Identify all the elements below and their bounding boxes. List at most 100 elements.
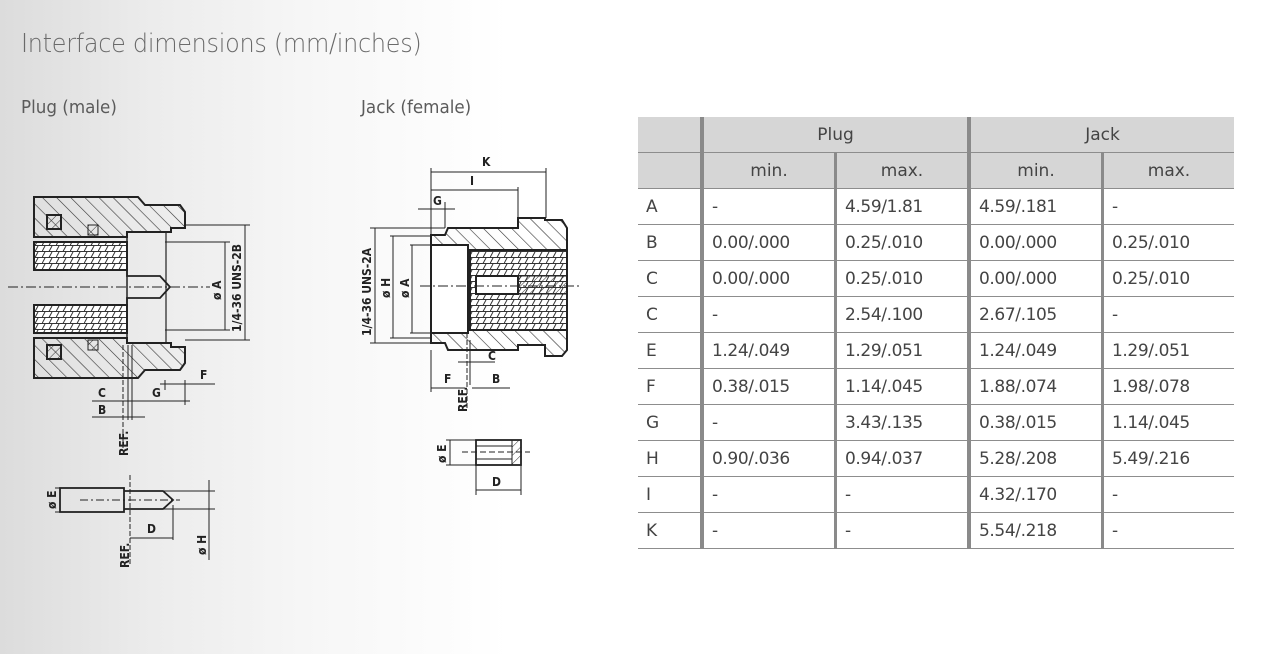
jack-max-value: - — [1101, 188, 1234, 225]
jack-phi-h-label: ø H — [379, 278, 393, 298]
interface-dimensions-table: Plug Jack min. max. min. max. A - 4.59/1.8… — [638, 117, 1234, 549]
plug-max-value: 2.54/.100 — [834, 296, 969, 333]
jack-b-label: B — [492, 372, 500, 386]
jack-min-value: 5.54/.218 — [967, 512, 1103, 549]
jack-min-value: 2.67/.105 — [967, 296, 1103, 333]
plug-pin-detail — [59, 487, 180, 513]
dimension-label: C — [638, 260, 702, 297]
jack-min-value: 4.59/.181 — [967, 188, 1103, 225]
jack-max-value: - — [1101, 476, 1234, 513]
jack-contact-phi-e-label: ø E — [435, 444, 449, 463]
plug-phi-a-label: ø A — [210, 280, 224, 300]
dimension-label: K — [638, 512, 702, 549]
jack-min-header: min. — [967, 152, 1103, 189]
jack-max-header: max. — [1101, 152, 1234, 189]
jack-c-label: C — [488, 349, 496, 363]
jack-section-label: Jack (female) — [361, 97, 472, 118]
jack-max-value: 5.49/.216 — [1101, 440, 1234, 477]
jack-k-label: K — [482, 155, 491, 169]
jack-min-value: 4.32/.170 — [967, 476, 1103, 513]
jack-min-value: 0.38/.015 — [967, 404, 1103, 441]
plug-min-value: - — [700, 512, 836, 549]
plug-min-value: 1.24/.049 — [700, 332, 836, 369]
jack-f-label: F — [444, 372, 451, 386]
plug-pin-d-label: D — [147, 522, 156, 536]
jack-min-value: 5.28/.208 — [967, 440, 1103, 477]
jack-max-value: 1.29/.051 — [1101, 332, 1234, 369]
dimension-label: F — [638, 368, 702, 405]
jack-min-value: 0.00/.000 — [967, 260, 1103, 297]
jack-cross-section — [430, 217, 568, 357]
group-header-plug: Plug — [700, 117, 969, 153]
plug-min-value: 0.00/.000 — [700, 260, 836, 297]
jack-dimension-lines — [370, 168, 580, 410]
plug-min-header: min. — [700, 152, 836, 189]
jack-contact-d-label: D — [492, 475, 501, 489]
plug-c-label: C — [98, 386, 106, 400]
table-corner-cell — [638, 152, 702, 189]
dimension-label: A — [638, 188, 702, 225]
jack-max-value: 0.25/.010 — [1101, 224, 1234, 261]
jack-min-value: 0.00/.000 — [967, 224, 1103, 261]
plug-pin-phi-e-label: ø E — [45, 490, 59, 509]
dimension-label: I — [638, 476, 702, 513]
plug-pin-phi-h-label: ø H — [195, 535, 209, 555]
plug-max-value: 0.25/.010 — [834, 224, 969, 261]
plug-max-value: 4.59/1.81 — [834, 188, 969, 225]
dimension-label: H — [638, 440, 702, 477]
plug-min-value: 0.90/.036 — [700, 440, 836, 477]
jack-min-value: 1.88/.074 — [967, 368, 1103, 405]
plug-max-value: - — [834, 512, 969, 549]
table-sub-header-row: min. max. min. max. — [638, 152, 1234, 189]
dimension-label: E — [638, 332, 702, 369]
plug-max-value: 3.43/.135 — [834, 404, 969, 441]
jack-max-value: 0.25/.010 — [1101, 260, 1234, 297]
plug-thread-label: 1/4-36 UNS-2B — [230, 244, 244, 332]
page-title: Interface dimensions (mm/inches) — [21, 29, 422, 59]
jack-max-value: - — [1101, 512, 1234, 549]
dimension-label: G — [638, 404, 702, 441]
plug-cross-section — [33, 196, 186, 379]
plug-min-value: 0.00/.000 — [700, 224, 836, 261]
jack-ref-label: REF. — [456, 387, 470, 412]
dimension-label: B — [638, 224, 702, 261]
plug-max-value: 1.29/.051 — [834, 332, 969, 369]
plug-min-value: - — [700, 404, 836, 441]
plug-min-value: - — [700, 296, 836, 333]
plug-max-value: - — [834, 476, 969, 513]
jack-thread-label: 1/4-36 UNS-2A — [360, 247, 374, 336]
plug-pin-ref-label: REF. — [118, 543, 132, 568]
table-row: I--4.32/.170- — [638, 476, 1234, 513]
plug-max-value: 0.94/.037 — [834, 440, 969, 477]
plug-max-value: 1.14/.045 — [834, 368, 969, 405]
table-group-header-row: Plug Jack — [638, 117, 1234, 153]
plug-ref-label: REF. — [117, 431, 131, 456]
plug-max-value: 0.25/.010 — [834, 260, 969, 297]
jack-g-label: G — [433, 194, 442, 208]
jack-max-value: - — [1101, 296, 1234, 333]
dimension-label: C — [638, 296, 702, 333]
plug-f-label: F — [200, 368, 207, 382]
jack-phi-a-label: ø A — [398, 278, 412, 298]
plug-max-header: max. — [834, 152, 969, 189]
jack-i-label: I — [470, 174, 474, 188]
jack-max-value: 1.14/.045 — [1101, 404, 1234, 441]
plug-dimension-lines — [8, 224, 250, 450]
plug-min-value: - — [700, 476, 836, 513]
plug-b-label: B — [98, 403, 106, 417]
table-row: K--5.54/.218- — [638, 512, 1234, 549]
plug-min-value: 0.38/.015 — [700, 368, 836, 405]
jack-min-value: 1.24/.049 — [967, 332, 1103, 369]
table-corner-cell — [638, 117, 702, 153]
group-header-jack: Jack — [967, 117, 1234, 153]
jack-max-value: 1.98/.078 — [1101, 368, 1234, 405]
